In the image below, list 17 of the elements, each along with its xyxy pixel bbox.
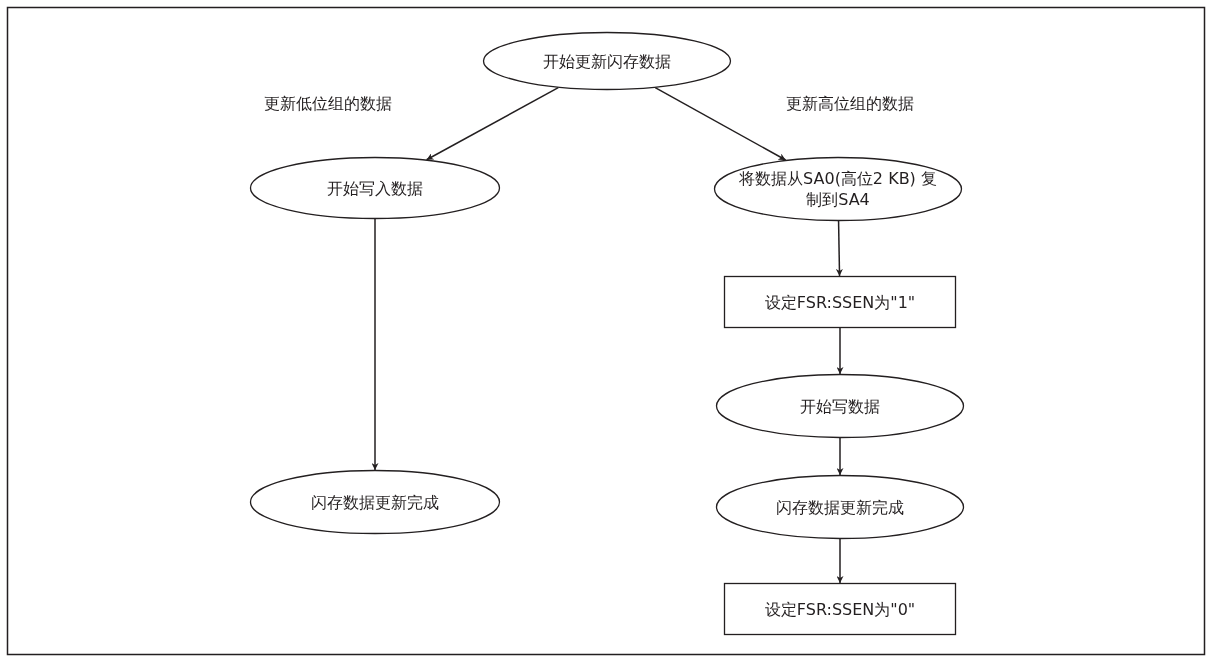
terminal-ellipse: 开始更新闪存数据 <box>483 32 731 90</box>
arrow <box>836 538 844 584</box>
arrow <box>836 327 844 375</box>
terminal-ellipse: 开始写入数据 <box>250 157 500 219</box>
arrow <box>654 86 787 161</box>
terminal-ellipse: 闪存数据更新完成 <box>716 475 964 539</box>
terminal-ellipse: 闪存数据更新完成 <box>250 470 500 534</box>
terminal-ellipse: 将数据从SA0(高位2 KB) 复制到SA4 <box>714 157 962 221</box>
terminal-ellipse: 开始写数据 <box>716 374 964 438</box>
edge-label: 更新高位组的数据 <box>784 94 916 115</box>
arrow <box>836 437 844 476</box>
process-box: 设定FSR:SSEN为"0" <box>724 583 956 635</box>
arrow <box>371 218 379 471</box>
process-box: 设定FSR:SSEN为"1" <box>724 276 956 328</box>
arrow <box>835 220 843 277</box>
arrow <box>425 86 560 161</box>
edge-label: 更新低位组的数据 <box>262 94 394 115</box>
